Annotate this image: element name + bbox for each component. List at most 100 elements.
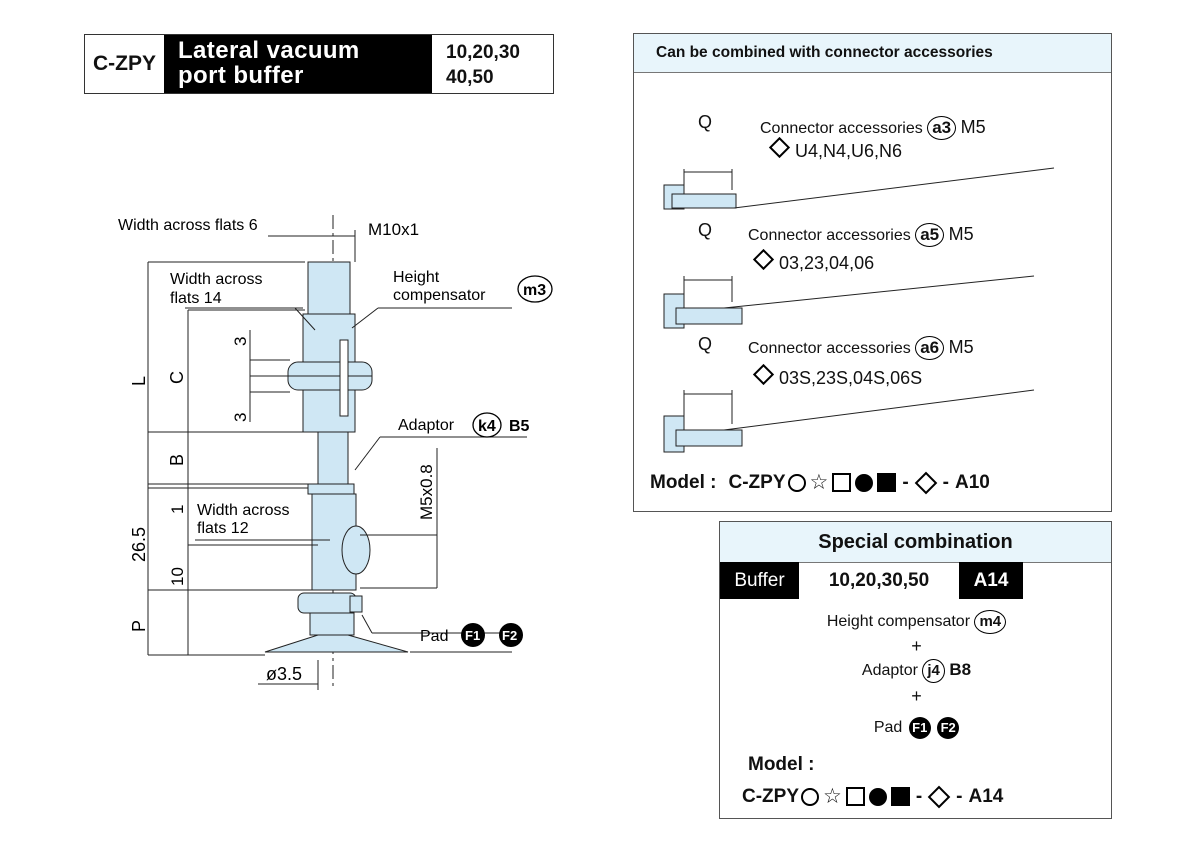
label-wf14-a: Width across	[170, 271, 262, 288]
q-label-a5: Q	[698, 220, 713, 240]
acc-options-text-a6: 03S,23S,04S,06S	[779, 368, 923, 388]
label-m5x0-8: M5x0.8	[417, 464, 436, 520]
plus-sign: +	[911, 686, 922, 706]
product-code: C-ZPY	[93, 52, 156, 75]
special-buffer-sizes: 10,20,30,50	[828, 570, 930, 591]
product-sizes-line1: 10,20,30	[446, 42, 520, 63]
badge-f1: F1	[465, 628, 480, 643]
label-dia-3-5: ø3.5	[266, 664, 302, 684]
acc-label-text-a5: Connector accessories	[748, 227, 911, 244]
piston-rod	[317, 431, 349, 485]
filled-circle-icon	[868, 787, 887, 806]
special-pad: Pad F1 F2	[720, 717, 1113, 739]
model-prefix: C-ZPY	[742, 785, 799, 807]
label-adaptor: Adaptor	[398, 417, 455, 434]
model-dash: -	[902, 471, 909, 493]
special-buffer-label: Buffer	[720, 562, 799, 599]
model-dash: -	[956, 785, 963, 807]
adaptor-ring	[307, 483, 355, 495]
special-pad-text: Pad	[873, 719, 903, 736]
product-title: Lateral vacuum port buffer	[164, 35, 432, 93]
product-sizes: 10,20,30 40,50	[432, 35, 553, 93]
acc-label-a6: Connector accessories a6 M5	[748, 336, 974, 360]
acc-options-a6: 03S,23S,04S,06S	[752, 363, 923, 389]
acc-options-text-a5: 03,23,04,06	[779, 253, 875, 273]
badge-f1: F1	[908, 717, 931, 739]
product-title-line1: Lateral vacuum	[178, 37, 360, 64]
badge-f2: F2	[502, 628, 517, 643]
label-b5: B5	[509, 418, 530, 435]
badge-a6: a6	[915, 336, 945, 360]
open-circle-icon	[801, 787, 819, 806]
diamond-icon	[752, 363, 775, 386]
diamond-icon	[752, 248, 775, 271]
special-adaptor-text: Adaptor	[861, 662, 918, 679]
acc-options-text-a3: U4,N4,U6,N6	[795, 141, 903, 161]
label-wf12-b: flats 12	[197, 520, 249, 537]
diamond-icon	[914, 471, 937, 494]
label-width-across-flats-6: Width across flats 6	[118, 217, 258, 234]
acc-options-a3: U4,N4,U6,N6	[768, 136, 903, 162]
product-sizes-line2: 40,50	[446, 67, 494, 88]
filled-circle-icon	[855, 473, 874, 492]
dim-1: 1	[168, 505, 187, 514]
special-height-comp: Height compensator m4	[720, 610, 1113, 634]
top-fitting	[307, 261, 351, 315]
badge-k4: k4	[478, 418, 496, 435]
diamond-icon	[927, 785, 951, 808]
label-wf14-b: flats 14	[170, 290, 222, 307]
special-b8: B8	[949, 660, 972, 679]
combinable-model-line: Model : C-ZPY ☆ - - A10	[650, 470, 990, 495]
acc-size-a6: M5	[948, 337, 974, 357]
suction-pad	[264, 634, 409, 653]
special-buffer-code: A14	[959, 562, 1023, 599]
badge-a5: a5	[915, 223, 945, 247]
q-label-a6: Q	[698, 334, 713, 354]
badge-a3: a3	[927, 116, 957, 140]
special-model-line: C-ZPY ☆ - - A14	[742, 784, 1003, 809]
combinable-title: Can be combined with connector accessori…	[634, 34, 1111, 73]
special-height-comp-text: Height compensator	[826, 613, 971, 630]
label-pad: Pad	[420, 628, 448, 645]
diamond-icon	[768, 136, 791, 159]
q-label-a3: Q	[698, 112, 713, 132]
open-square-icon	[832, 473, 852, 492]
model-dash: -	[915, 785, 923, 807]
open-square-icon	[845, 787, 865, 806]
dim-3-bottom: 3	[231, 413, 250, 422]
badge-m4: m4	[974, 610, 1007, 634]
model-suffix: A10	[954, 471, 990, 493]
filled-square-icon	[890, 787, 910, 806]
special-buffer-row: Buffer 10,20,30,50 A14	[720, 562, 1023, 599]
label-height-comp-a: Height	[393, 269, 440, 286]
pad-holder	[297, 592, 357, 614]
side-port	[341, 525, 371, 575]
badge-j4: j4	[922, 659, 945, 683]
model-label: Model :	[650, 471, 717, 493]
connector-sketches	[663, 167, 1055, 453]
acc-label-a5: Connector accessories a5 M5	[748, 223, 974, 247]
buffer-drawing: Width across flats 6 M10x1 Width across …	[118, 215, 553, 690]
combinable-accessories-panel: Can be combined with connector accessori…	[633, 33, 1112, 512]
badge-m3: m3	[523, 282, 546, 299]
acc-label-text-a6: Connector accessories	[748, 340, 911, 357]
star-icon: ☆	[823, 785, 842, 808]
filled-square-icon	[877, 473, 897, 492]
acc-label-text-a3: Connector accessories	[760, 120, 923, 137]
dim-3-top: 3	[231, 337, 250, 346]
label-height-comp-b: compensator	[393, 287, 486, 304]
special-model-label: Model :	[748, 754, 815, 775]
plus-sign: +	[911, 636, 922, 656]
dim-26-5: 26.5	[129, 527, 149, 562]
dim-C: C	[167, 371, 187, 384]
model-dash: -	[942, 471, 949, 493]
label-wf12-a: Width across	[197, 502, 289, 519]
model-suffix: A14	[968, 785, 1004, 807]
dim-P: P	[129, 620, 149, 632]
product-title-line2: port buffer	[178, 62, 304, 89]
model-prefix: C-ZPY	[728, 471, 786, 493]
acc-label-a3: Connector accessories a3 M5	[760, 116, 986, 140]
special-adaptor: Adaptor j4 B8	[720, 659, 1113, 683]
special-combination-panel: Special combination Buffer 10,20,30,50 A…	[719, 521, 1112, 819]
dim-B: B	[167, 454, 187, 466]
